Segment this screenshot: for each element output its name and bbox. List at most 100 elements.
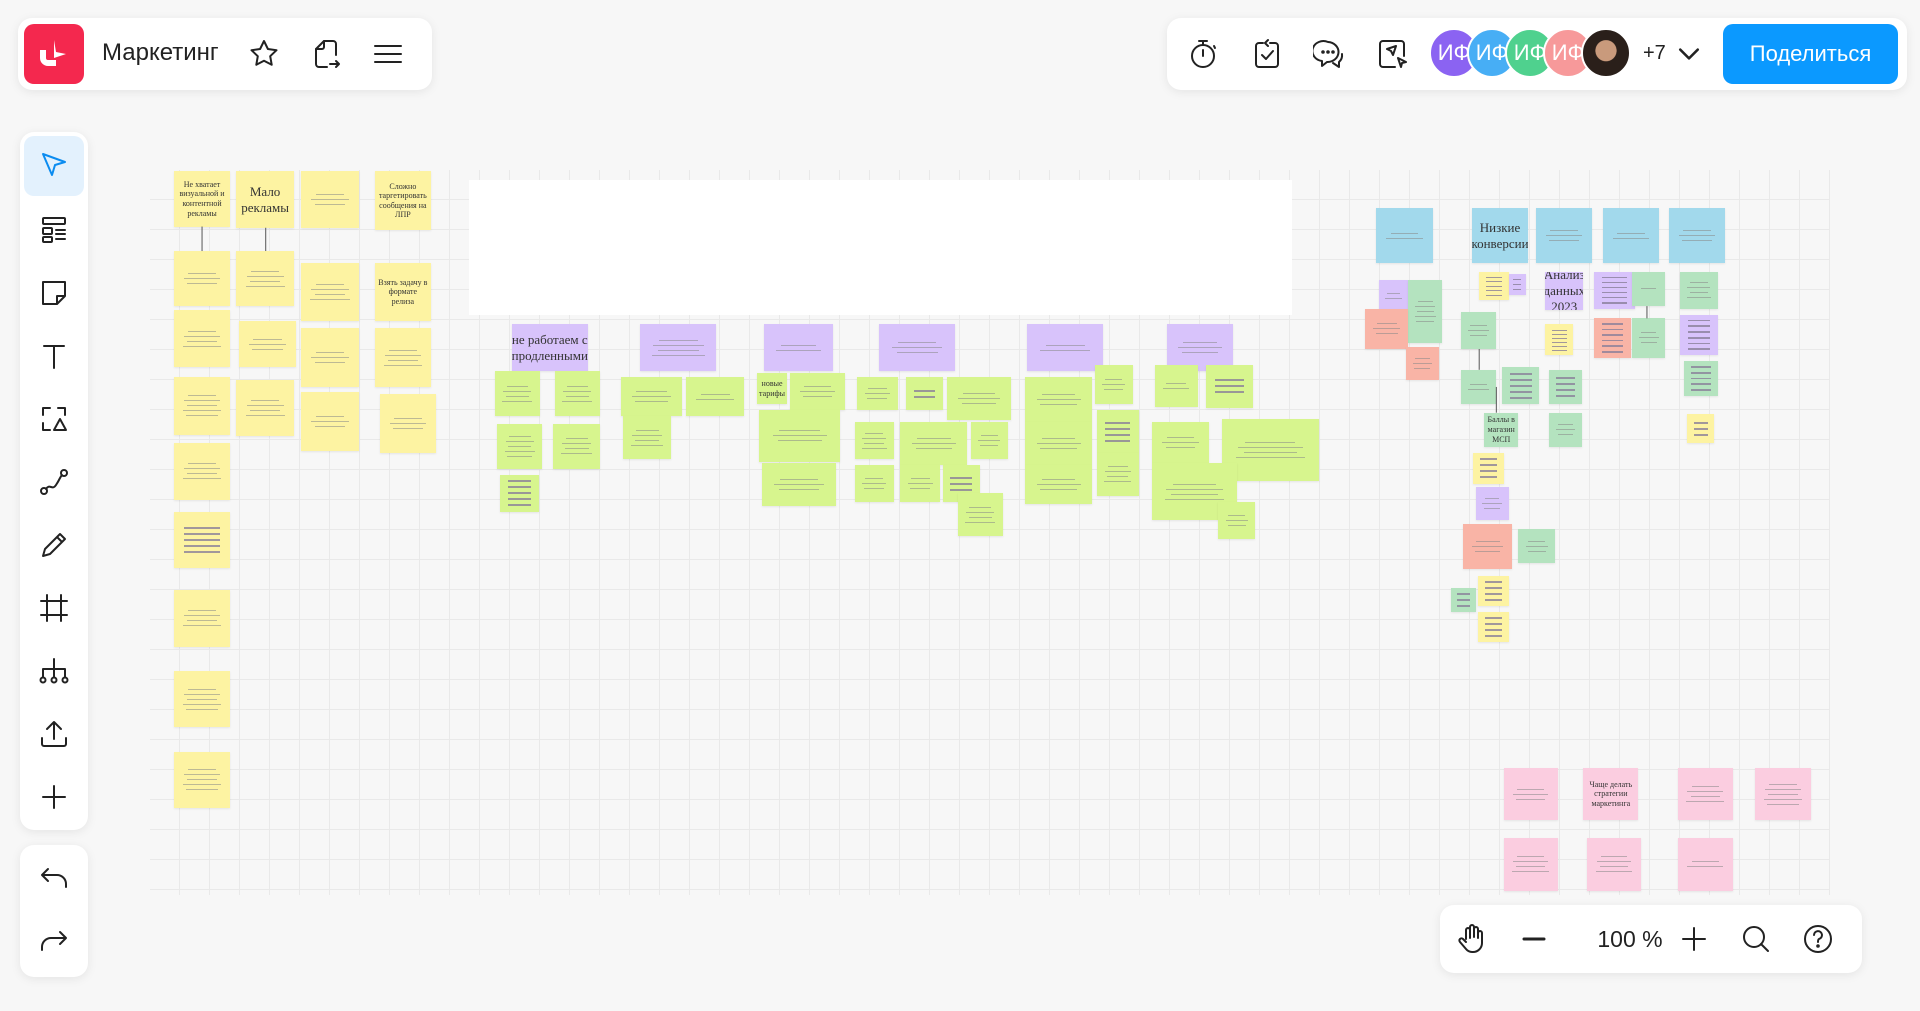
sticky-note-mint[interactable] <box>1680 271 1718 309</box>
sticky-note-pink[interactable] <box>1677 837 1733 892</box>
sticky-note-green[interactable] <box>946 377 1012 420</box>
sticky-note-green[interactable] <box>1024 465 1093 505</box>
sticky-note-green[interactable] <box>553 423 600 469</box>
users-dropdown-button[interactable] <box>1675 40 1703 68</box>
user-avatar[interactable]: ИФ <box>1505 28 1555 78</box>
sticky-note-green[interactable] <box>1097 410 1139 454</box>
sticky-note-mint[interactable] <box>1451 587 1476 613</box>
more-tools-button[interactable] <box>36 779 72 815</box>
sticky-note-mint[interactable] <box>1632 318 1666 358</box>
select-tool[interactable] <box>24 136 84 196</box>
sticky-note-green[interactable] <box>789 373 845 411</box>
sticky-note-yellow[interactable] <box>173 511 231 569</box>
sticky-note-pink[interactable] <box>1754 767 1812 821</box>
sticky-note-yellow[interactable] <box>1687 413 1715 444</box>
sticky-note-yellow[interactable] <box>374 328 431 387</box>
sticky-note-green[interactable] <box>1152 422 1209 463</box>
sticky-note-mint[interactable] <box>1548 369 1583 405</box>
sticky-note-mint[interactable] <box>1408 280 1443 343</box>
favorite-button[interactable] <box>246 36 282 72</box>
sticky-note-purple[interactable] <box>764 324 833 371</box>
sticky-note-yellow[interactable] <box>301 328 359 387</box>
sticky-note-purple[interactable] <box>1475 487 1509 521</box>
sticky-note-blue[interactable] <box>1376 208 1433 264</box>
sticky-note-green[interactable] <box>900 465 941 503</box>
share-button[interactable]: Поделиться <box>1723 24 1898 84</box>
sticky-note-mint[interactable] <box>1460 312 1497 349</box>
sticky-note-purple[interactable] <box>1594 271 1635 309</box>
sticky-note-yellow[interactable] <box>301 263 359 321</box>
pen-tool[interactable] <box>36 527 72 563</box>
sticky-note-yellow[interactable] <box>173 751 231 809</box>
sticky-note-yellow[interactable] <box>379 394 436 454</box>
sticky-note-green[interactable] <box>971 422 1008 460</box>
sticky-note-mint[interactable] <box>1548 412 1583 447</box>
shapes-tool[interactable] <box>36 401 72 437</box>
sticky-note-blue[interactable] <box>1602 208 1660 264</box>
sticky-note-green[interactable] <box>620 377 683 417</box>
board-title[interactable]: Маркетинг <box>102 39 219 66</box>
sticky-note-green[interactable] <box>759 410 840 462</box>
export-button[interactable] <box>308 36 344 72</box>
sticky-note-purple[interactable] <box>1027 324 1104 371</box>
sticky-note-green[interactable] <box>1024 377 1093 423</box>
sticky-note-yellow[interactable] <box>173 590 231 647</box>
sticky-note-mint[interactable] <box>1683 361 1718 396</box>
sticky-note-yellow[interactable] <box>238 320 297 368</box>
sticky-note-mint[interactable] <box>1632 271 1666 307</box>
sticky-note-green[interactable] <box>623 416 672 460</box>
sticky-note-mint[interactable] <box>1502 367 1540 405</box>
sticky-note-yellow[interactable] <box>1545 324 1574 356</box>
sticky-note-pink[interactable] <box>1677 767 1733 821</box>
sticky-note-green[interactable] <box>857 377 898 411</box>
sticky-note-green[interactable] <box>854 465 894 503</box>
text-tool[interactable] <box>36 338 72 374</box>
zoom-out-button[interactable] <box>1516 921 1552 957</box>
sticky-note-purple[interactable] <box>1166 324 1234 371</box>
tasks-button[interactable] <box>1249 36 1285 72</box>
sticky-note-green[interactable] <box>685 377 745 417</box>
frame-tool[interactable] <box>36 590 72 626</box>
sticky-note-green[interactable] <box>761 462 837 506</box>
sticky-note-yellow[interactable] <box>236 379 294 436</box>
sticky-note-yellow[interactable]: Не хватает визуальной и контентной рекла… <box>173 171 231 227</box>
sticky-note-tool[interactable] <box>36 275 72 311</box>
sticky-note-mint[interactable]: Баллы в магазин МСП <box>1484 412 1519 447</box>
sticky-note-green[interactable] <box>854 422 894 460</box>
sticky-note-yellow[interactable]: Мало рекламы <box>236 171 294 228</box>
sticky-note-yellow[interactable]: Сложно таргетировать сообщения на ЛПР <box>374 171 431 231</box>
sticky-note-green[interactable] <box>1024 422 1093 466</box>
undo-button[interactable] <box>36 861 72 897</box>
sticky-note-purple[interactable] <box>640 324 717 371</box>
sticky-note-pink[interactable] <box>1503 767 1558 821</box>
sticky-note-salmon[interactable] <box>1405 346 1439 380</box>
sticky-note-yellow[interactable] <box>301 391 359 451</box>
sticky-note-yellow[interactable] <box>173 377 231 435</box>
sticky-note-green[interactable]: новые тарифы <box>756 373 788 405</box>
sticky-note-pink[interactable] <box>1586 837 1641 892</box>
sticky-note-yellow[interactable] <box>1477 575 1509 607</box>
sticky-note-green[interactable] <box>900 422 968 466</box>
sticky-note-yellow[interactable] <box>1473 453 1504 484</box>
sticky-note-yellow[interactable] <box>301 171 359 228</box>
sticky-note-yellow[interactable] <box>173 443 231 500</box>
sticky-note-mint[interactable] <box>1518 528 1556 564</box>
connector-tool[interactable] <box>36 464 72 500</box>
sticky-note-purple[interactable]: Анализ данных 2023 <box>1545 271 1584 310</box>
sticky-note-purple[interactable] <box>1378 280 1409 313</box>
sticky-note-blue[interactable] <box>1668 208 1726 264</box>
sticky-note-yellow[interactable] <box>236 251 294 307</box>
sticky-note-pink[interactable] <box>1503 837 1558 892</box>
follow-presenter-button[interactable] <box>1375 36 1411 72</box>
zoom-in-button[interactable] <box>1676 921 1712 957</box>
sticky-note-green[interactable] <box>906 377 943 411</box>
app-logo[interactable] <box>24 24 84 84</box>
sticky-note-blue[interactable]: Низкие конверсии <box>1471 208 1529 264</box>
sticky-note-yellow[interactable] <box>173 309 231 368</box>
sticky-note-green[interactable] <box>1206 364 1253 408</box>
sticky-note-green[interactable] <box>554 371 600 417</box>
timer-button[interactable] <box>1185 36 1221 72</box>
templates-tool[interactable] <box>36 212 72 248</box>
sticky-note-green[interactable] <box>1218 502 1256 539</box>
blank-frame[interactable] <box>469 180 1292 315</box>
